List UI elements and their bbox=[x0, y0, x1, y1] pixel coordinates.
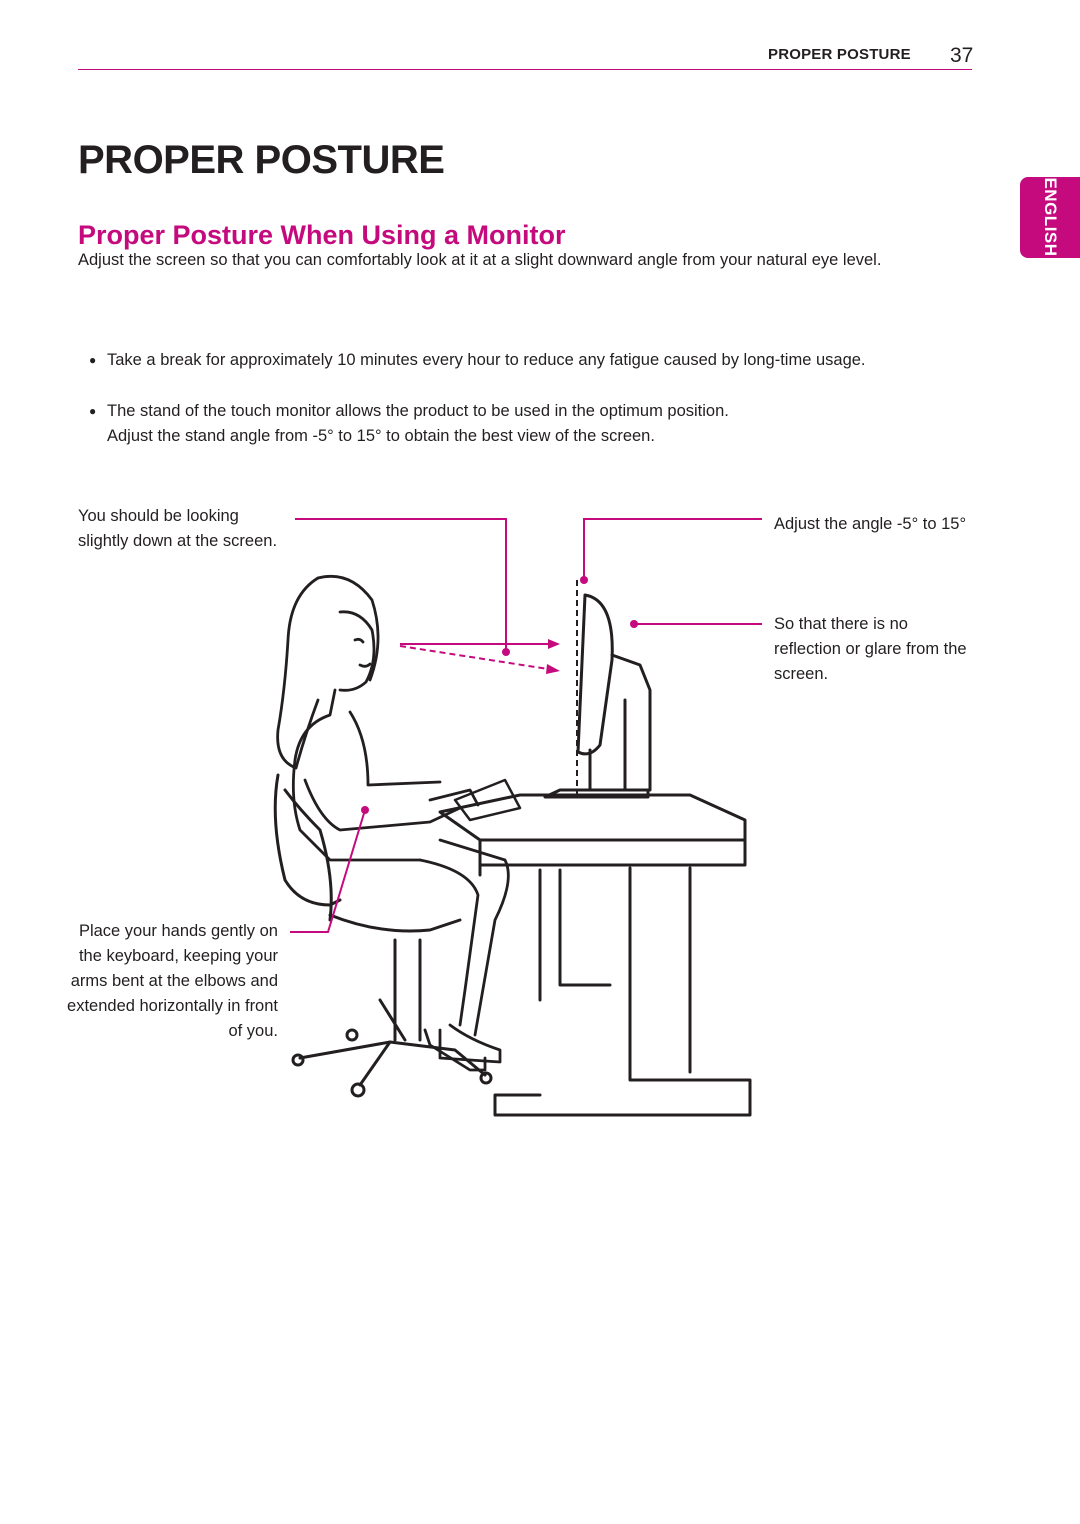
chair-drawing bbox=[273, 773, 493, 1098]
bullet-text: The stand of the touch monitor allows th… bbox=[107, 402, 729, 420]
hands-guide bbox=[290, 806, 369, 933]
label-hands-position: Place your hands gently on the keyboard,… bbox=[67, 922, 278, 1040]
label-eye-level: You should be looking slightly down at t… bbox=[78, 507, 278, 550]
label-no-glare: So that there is no reflection or glare … bbox=[774, 615, 967, 683]
eye-level-guides bbox=[295, 518, 560, 674]
stand-angle-note: Adjust the stand angle from -5° to 15° t… bbox=[107, 427, 655, 445]
bullet-dot-icon: ● bbox=[89, 353, 97, 367]
monitor-drawing bbox=[543, 593, 652, 799]
page-number: 37 bbox=[950, 44, 974, 67]
label-adjust-angle: Adjust the angle -5° to 15° bbox=[774, 515, 967, 533]
angle-guide bbox=[580, 518, 762, 584]
running-header-section: PROPER POSTURE bbox=[768, 46, 911, 63]
intro-paragraph: Adjust the screen so that you can comfor… bbox=[78, 251, 882, 269]
bullet-text: Take a break for approximately 10 minute… bbox=[107, 351, 866, 369]
desk-drawing bbox=[438, 793, 752, 1117]
page-title: PROPER POSTURE bbox=[78, 138, 445, 182]
person-drawing bbox=[276, 574, 510, 1072]
section-subtitle: Proper Posture When Using a Monitor bbox=[78, 220, 566, 250]
header-divider bbox=[78, 69, 972, 70]
glare-guide bbox=[630, 620, 762, 628]
keyboard-drawing bbox=[453, 778, 522, 822]
language-tab: ENGLISH bbox=[1020, 177, 1080, 258]
bullet-dot-icon: ● bbox=[89, 404, 97, 418]
